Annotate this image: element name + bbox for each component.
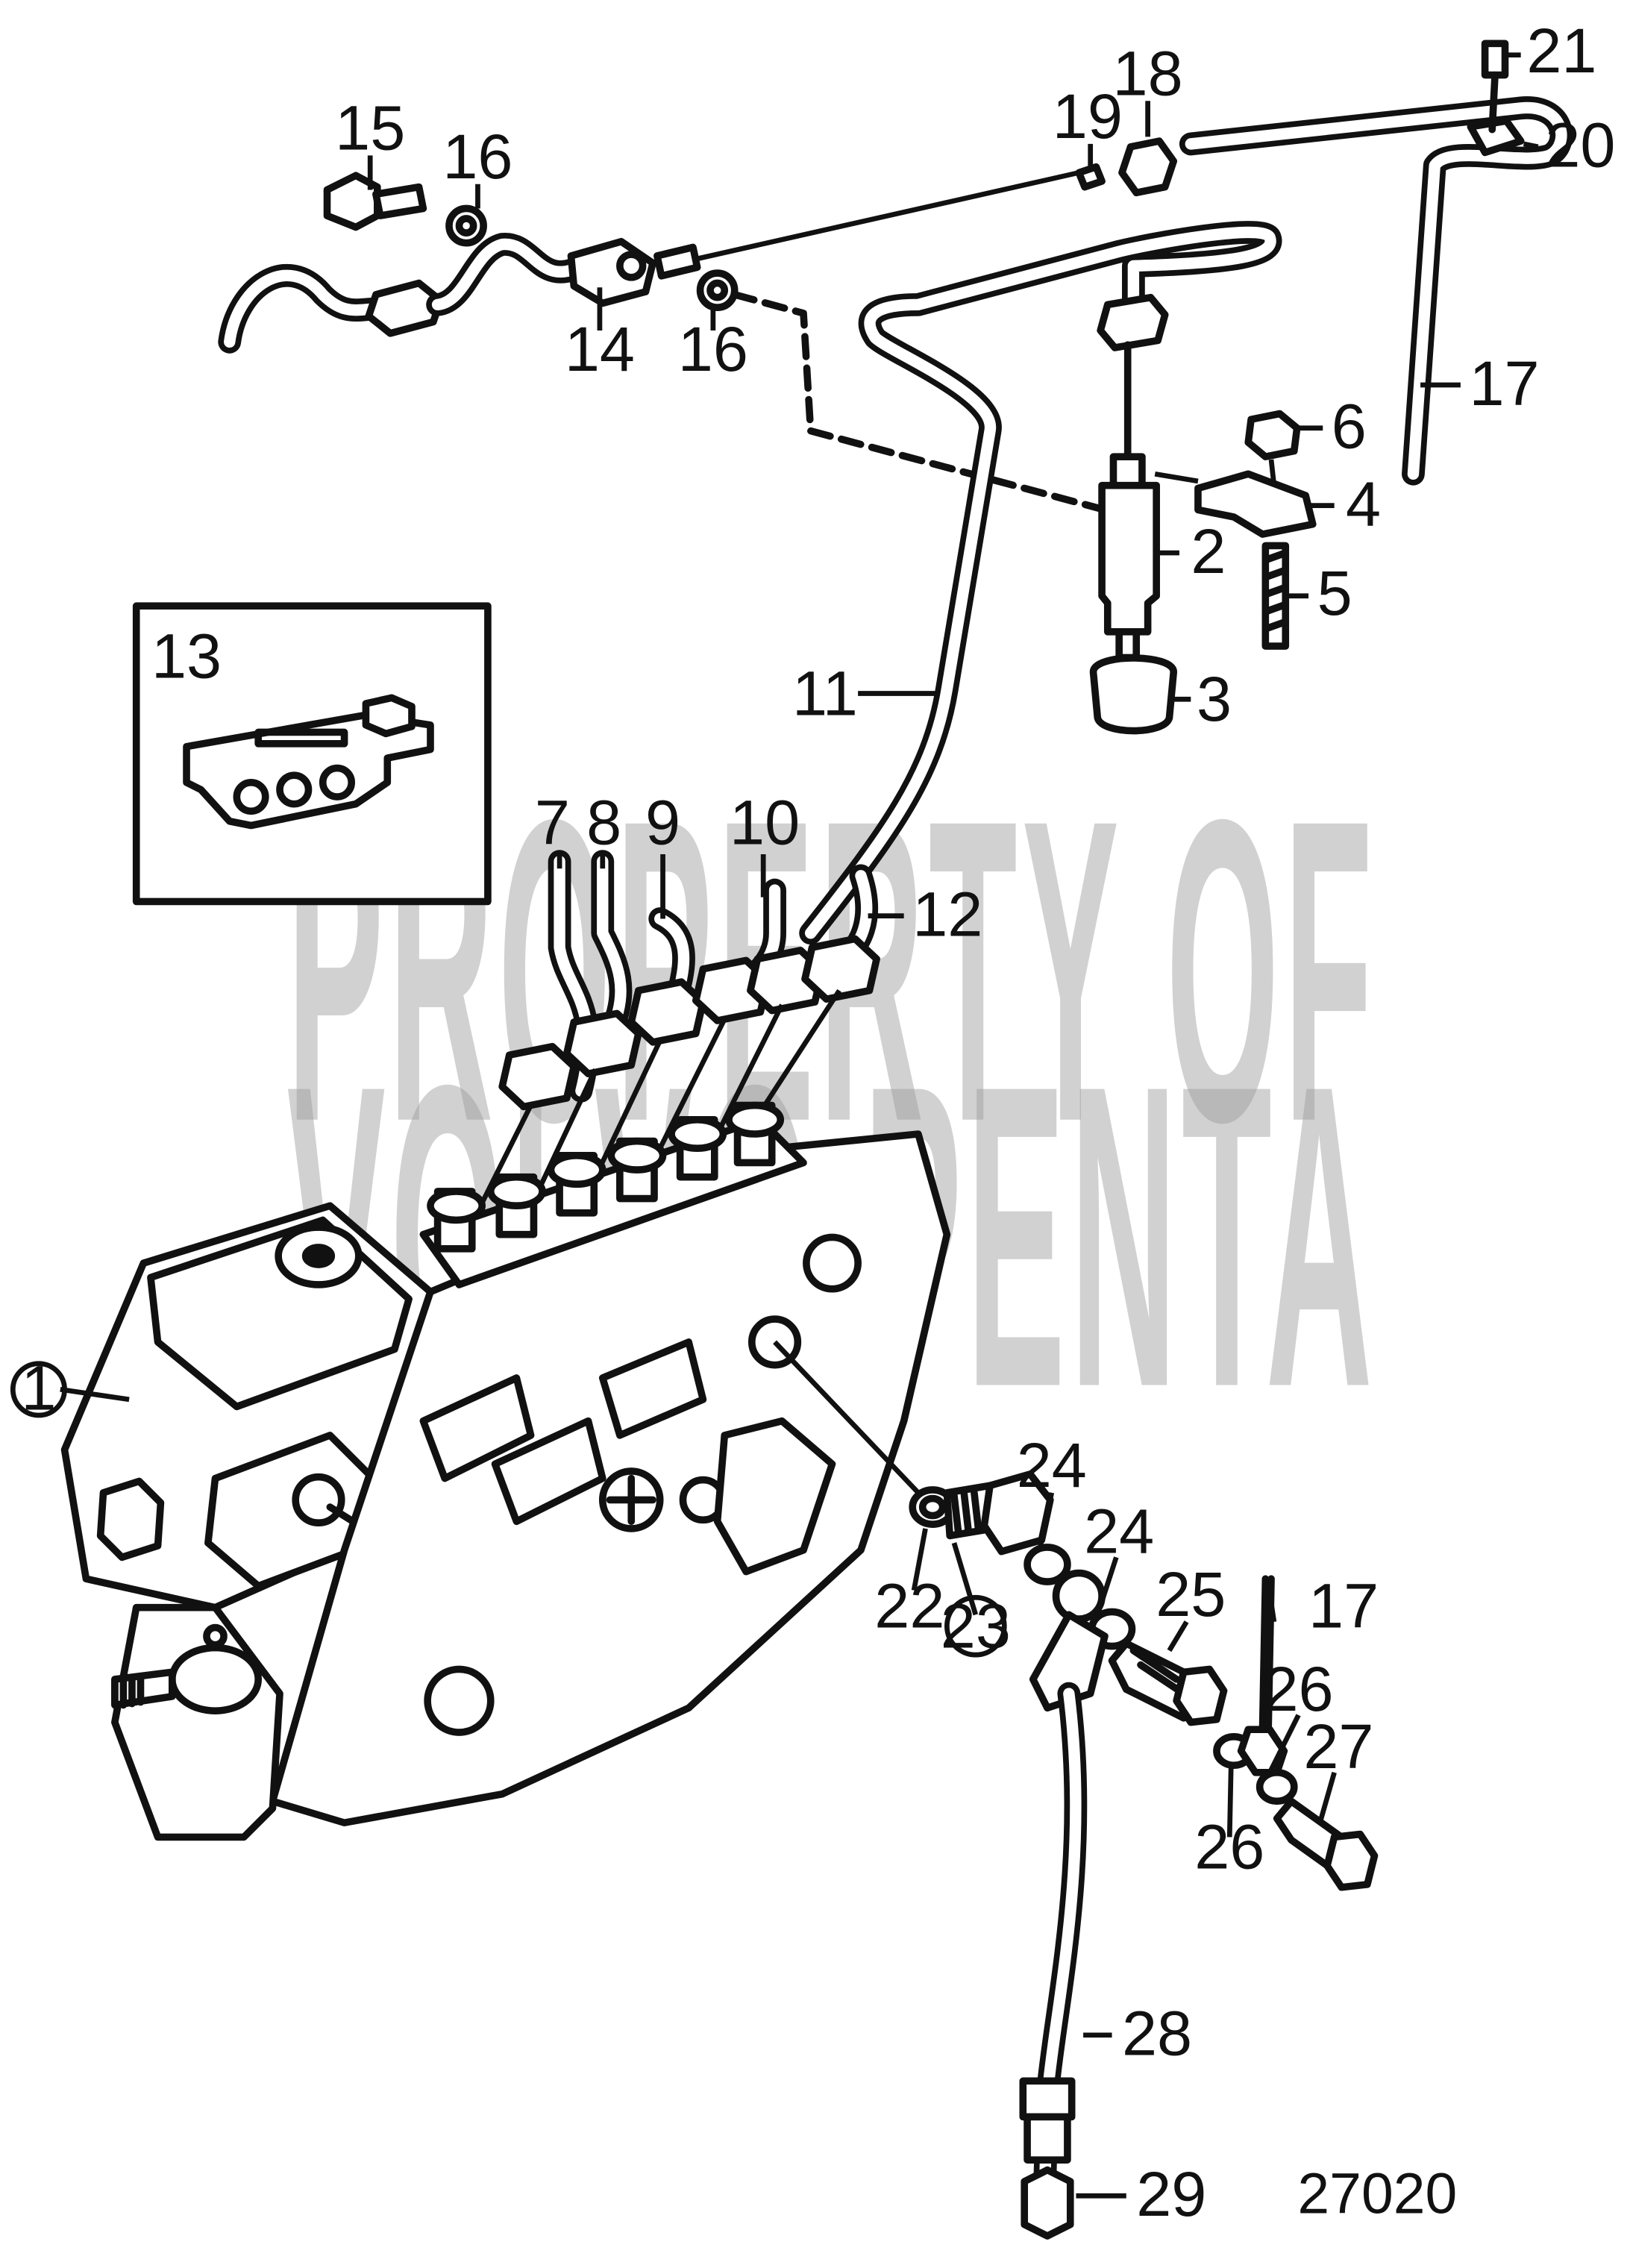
callouts: 1 2 3 4 5 6 7 8 9 10 11 12 13 14 15 16 1…	[10, 15, 1615, 2229]
callout-28: 28	[1122, 1998, 1192, 2069]
callout-24a: 24	[1017, 1429, 1087, 1500]
callout-26a: 26	[1264, 1653, 1334, 1724]
inset-box-clamp	[132, 602, 492, 906]
callout-13: 13	[151, 620, 222, 691]
callout-17b: 17	[1308, 1570, 1379, 1641]
callout-7: 7	[535, 786, 570, 857]
callout-15: 15	[335, 93, 405, 163]
callout-26b: 26	[1194, 1811, 1264, 1882]
callout-23: 23	[941, 1591, 1011, 1661]
callout-10: 10	[730, 786, 800, 857]
callout-11: 11	[792, 657, 858, 728]
callout-3: 3	[1197, 663, 1232, 734]
callout-9: 9	[645, 786, 680, 857]
callout-leaders	[60, 52, 1539, 2199]
callout-16a: 16	[442, 121, 512, 192]
callout-29: 29	[1136, 2158, 1206, 2229]
delivery-pipe-11	[799, 221, 1282, 945]
callout-4: 4	[1346, 469, 1381, 539]
callout-18: 18	[1113, 38, 1183, 109]
callout-2: 2	[1191, 516, 1226, 586]
callout-24b: 24	[1084, 1496, 1154, 1567]
delivery-pipes-7-12	[478, 850, 880, 1207]
callout-16b: 16	[678, 313, 748, 384]
callout-6: 6	[1332, 391, 1367, 462]
callout-27: 27	[1303, 1711, 1373, 1782]
callout-20: 20	[1545, 110, 1615, 181]
callout-12: 12	[912, 879, 982, 950]
callout-22: 22	[874, 1570, 944, 1641]
callout-21: 21	[1526, 15, 1596, 86]
callout-17a: 17	[1469, 348, 1539, 419]
fuel-inlet-connection	[909, 1470, 1136, 2240]
drawing-reference-number: 27020	[1297, 2161, 1457, 2225]
callout-8: 8	[586, 786, 621, 857]
injection-pump	[60, 1101, 951, 1841]
return-line-banjo-assembly	[218, 172, 739, 354]
injector-assembly	[1089, 341, 1317, 735]
callout-14: 14	[565, 313, 635, 384]
callout-25: 25	[1156, 1559, 1226, 1629]
callout-1: 1	[21, 1352, 56, 1423]
return-line-17	[1075, 40, 1573, 486]
callout-19: 19	[1053, 81, 1123, 151]
callout-5: 5	[1317, 557, 1352, 628]
